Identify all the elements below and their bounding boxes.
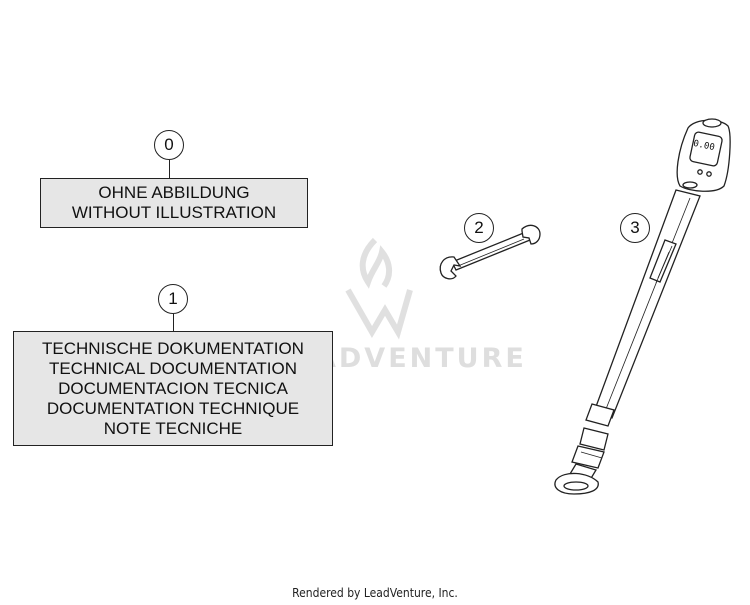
callout-2: 2	[464, 213, 494, 243]
label-box-1-line-3: DOCUMENTACION TECNICA	[58, 378, 288, 398]
label-box-without-illustration: OHNE ABBILDUNG WITHOUT ILLUSTRATION	[40, 178, 308, 228]
label-box-0-line-2: WITHOUT ILLUSTRATION	[71, 203, 277, 222]
label-box-1-line-5: NOTE TECNICHE	[103, 418, 243, 438]
label-box-1-line-2: TECHNICAL DOCUMENTATION	[48, 358, 298, 378]
footer-credit: Rendered by LeadVenture, Inc.	[292, 586, 458, 600]
callout-0: 0	[154, 130, 184, 160]
callout-3: 3	[620, 213, 650, 243]
leader-line-0	[169, 160, 170, 178]
watermark-text: ADVENTURE	[315, 343, 527, 374]
suspension-pump-illustration	[554, 118, 731, 495]
callout-1: 1	[158, 284, 188, 314]
label-box-technical-documentation: TECHNISCHE DOKUMENTATION TECHNICAL DOCUM…	[13, 331, 333, 446]
label-box-1-line-1: TECHNISCHE DOKUMENTATION	[42, 338, 304, 358]
wrench-illustration	[439, 224, 541, 280]
label-box-0-line-1: OHNE ABBILDUNG	[98, 183, 250, 202]
watermark-logo	[345, 237, 413, 340]
leader-line-1	[173, 314, 174, 331]
label-box-1-line-4: DOCUMENTATION TECHNIQUE	[46, 398, 300, 418]
